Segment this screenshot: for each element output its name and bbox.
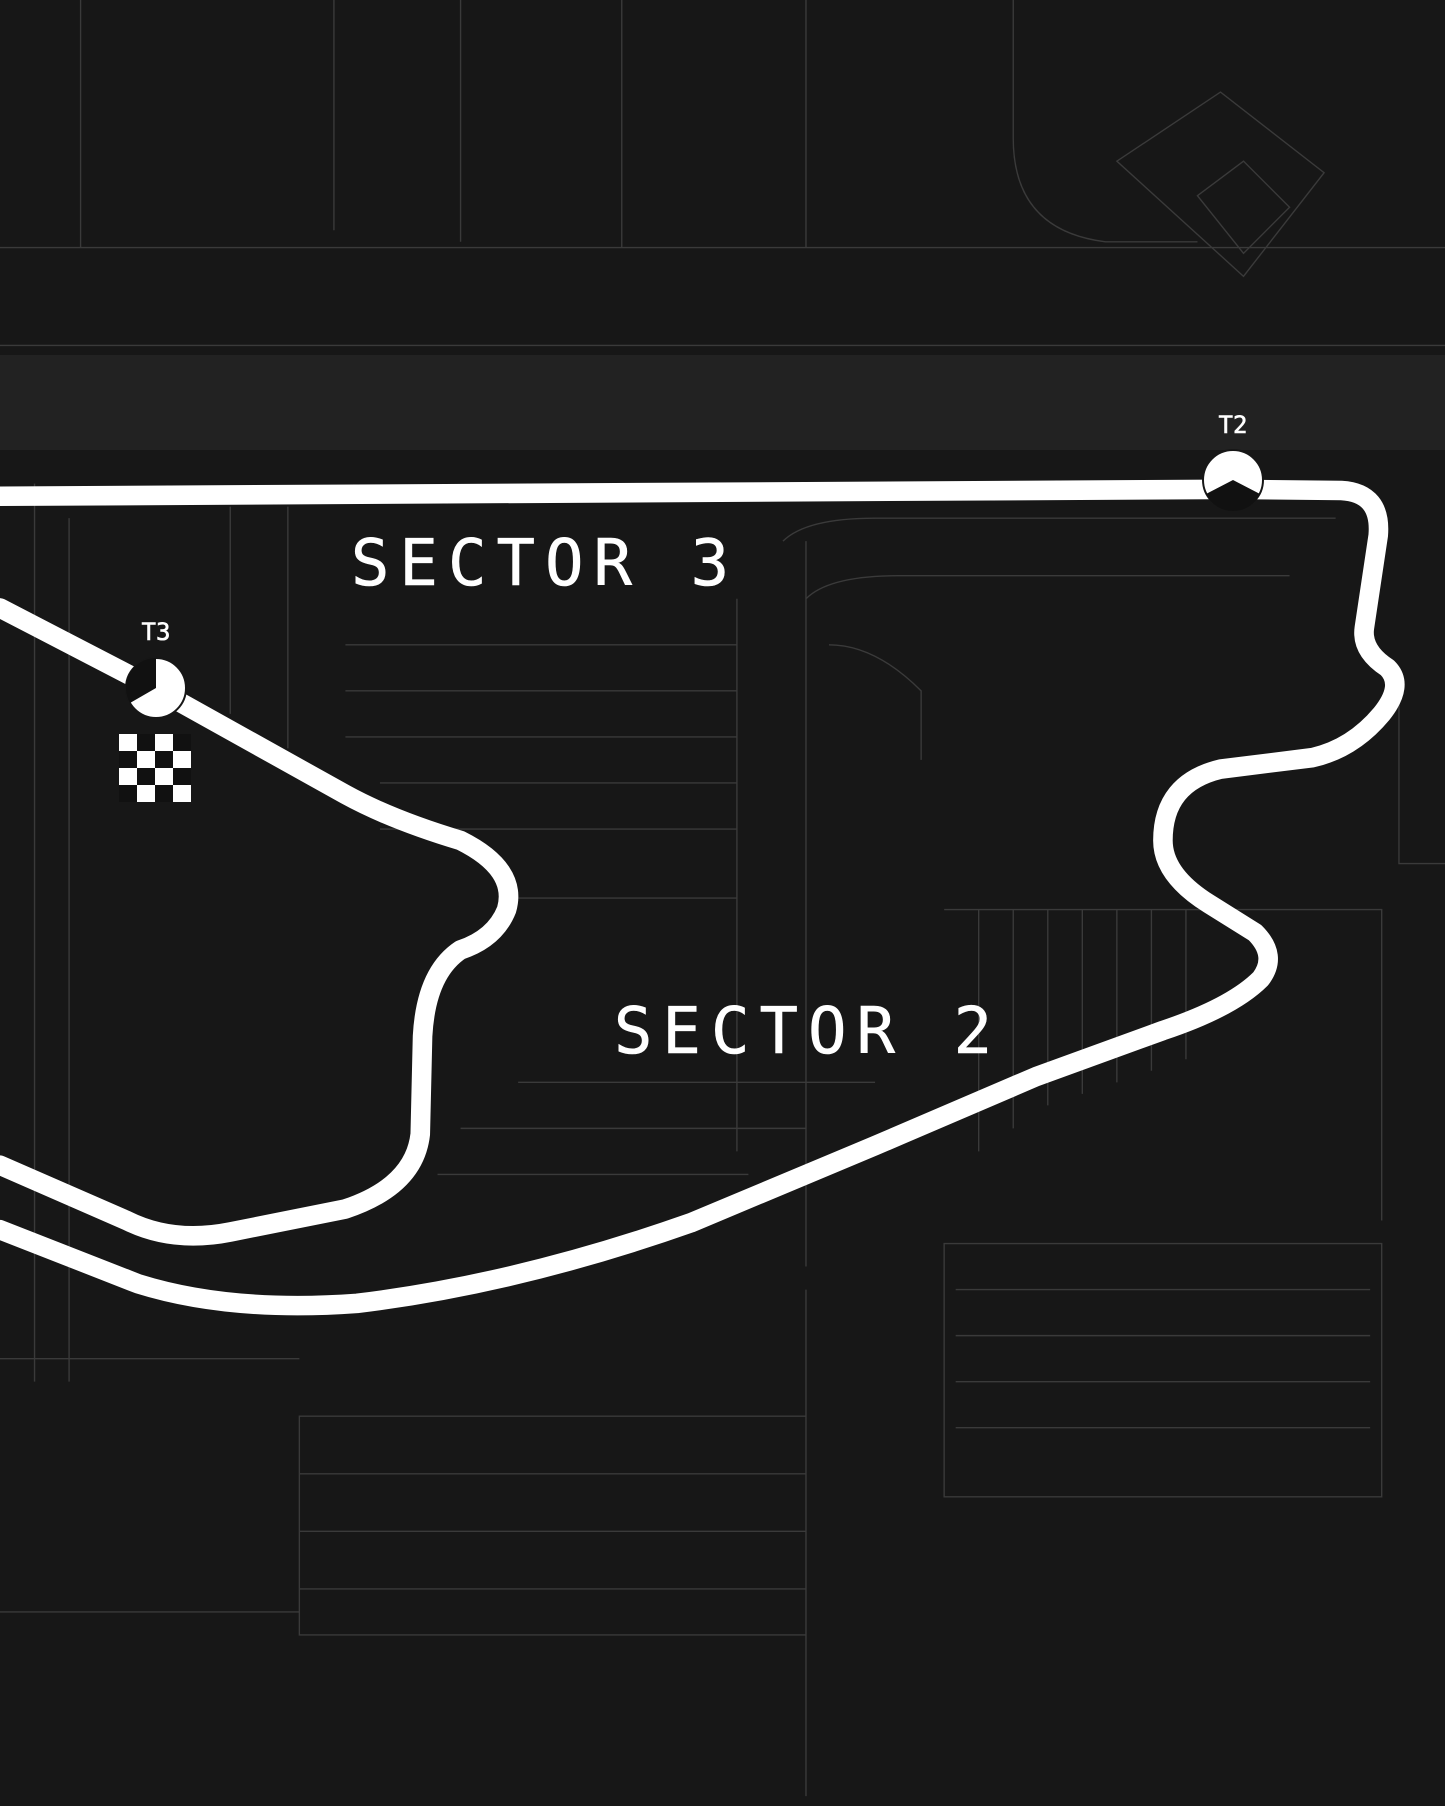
- track-inner-loop: [0, 598, 519, 1246]
- sector-quadrant-icon: [1206, 480, 1260, 511]
- track: [0, 479, 1405, 1316]
- turn-marker-t2[interactable]: T2: [1202, 411, 1264, 511]
- checkered-flag-icon: [119, 734, 191, 802]
- track-outer-loop: [0, 479, 1405, 1316]
- sector-3-label: SECTOR 3: [351, 527, 739, 601]
- sector-2-label: SECTOR 2: [614, 995, 1002, 1069]
- sector-quadrant-icon: [125, 658, 156, 703]
- turn-label-t3: T3: [142, 618, 171, 646]
- turn-label-t2: T2: [1219, 411, 1248, 439]
- turn-marker-t3[interactable]: T3: [125, 618, 187, 719]
- road-band: [0, 355, 1445, 450]
